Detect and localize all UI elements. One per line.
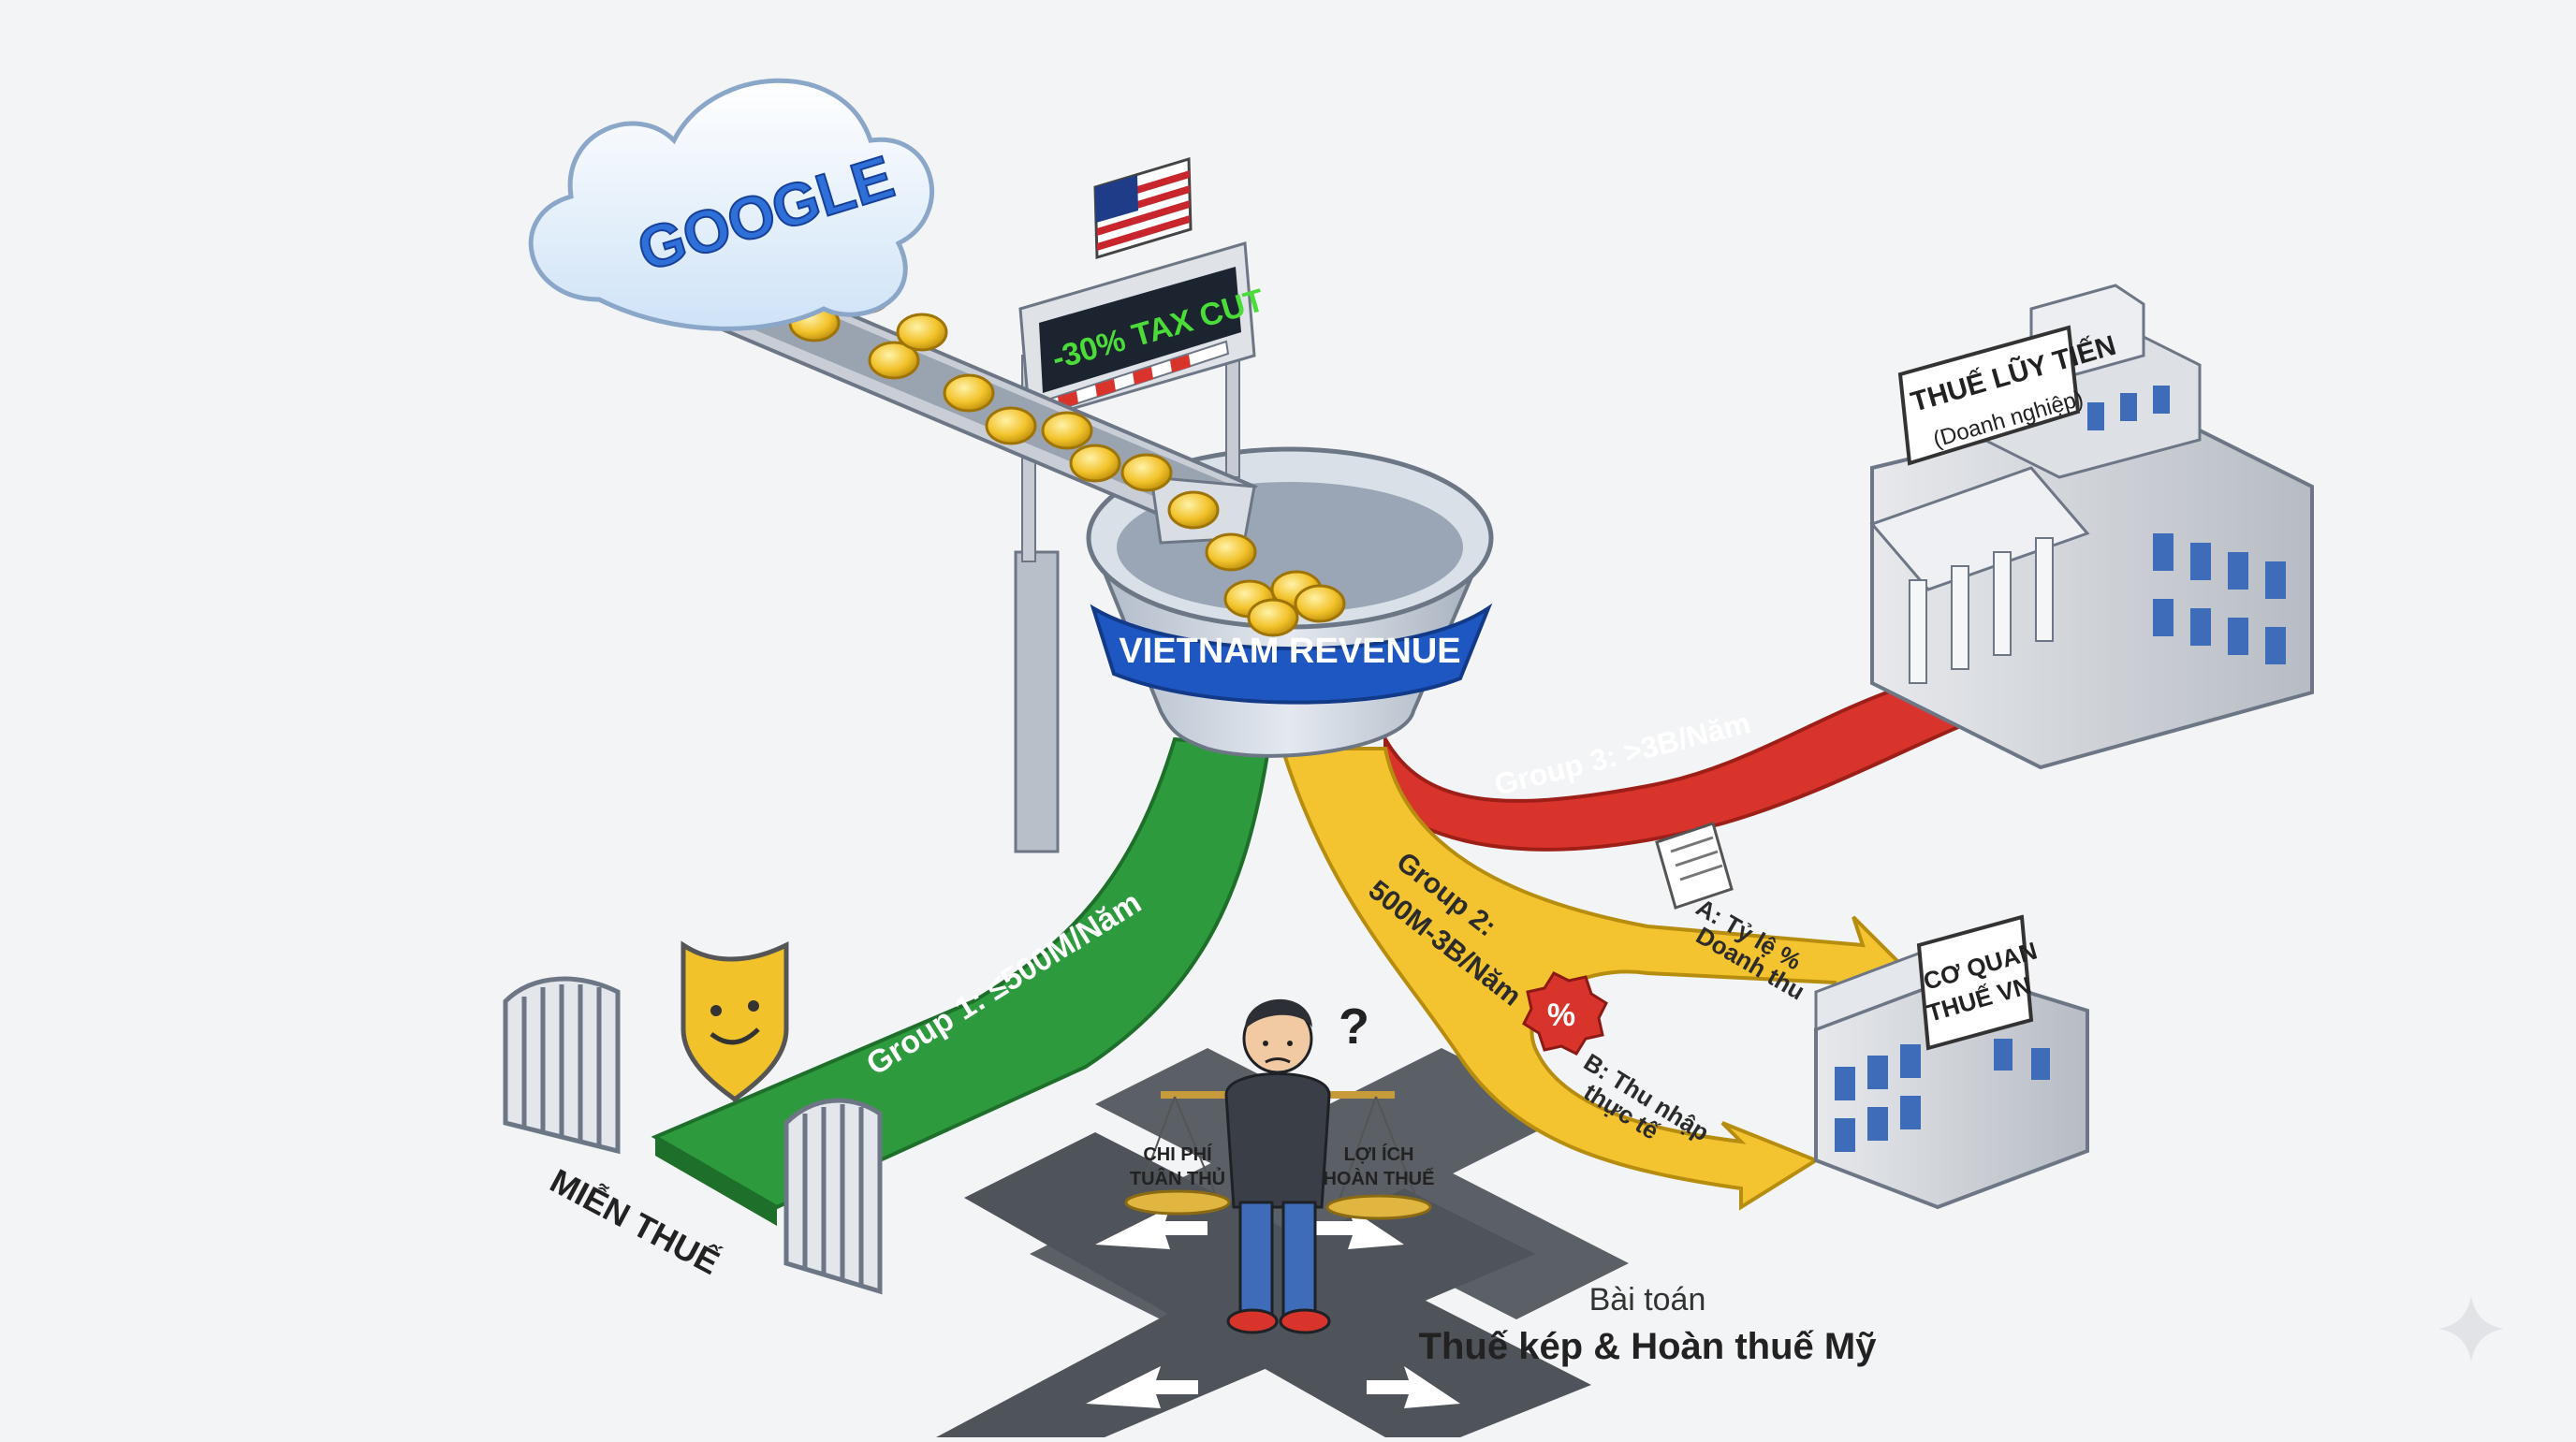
scale-left-line1: CHI PHÍ (1143, 1143, 1212, 1165)
exempt-zone: MIỄN THUẾ (503, 940, 883, 1295)
coin-icon (1069, 444, 1121, 483)
percent-badge-icon: % (1522, 971, 1608, 1056)
vn-tax-office-building: CƠ QUAN THUẾ VN (1814, 914, 2089, 1210)
coin-icon (985, 406, 1037, 445)
caption-title: Thuế kép & Hoàn thuế Mỹ (1418, 1326, 1877, 1367)
scale-right-line2: HOÀN THUẾ (1324, 1168, 1435, 1189)
coin-icon (896, 313, 948, 352)
us-flag-icon (1093, 156, 1193, 260)
percent-badge-label: % (1547, 998, 1575, 1033)
tax-gate: -30% TAX CUT (1014, 156, 1268, 853)
confused-person: CHI PHÍ TUÂN THỦ LỢI ÍCH HOÀN THUẾ ? (1124, 998, 1435, 1334)
caption: Bài toán Thuế kép & Hoàn thuế Mỹ (1404, 1282, 1891, 1368)
coin-icon (868, 341, 920, 380)
smiling-shield-icon (681, 940, 789, 1103)
caption-subtitle: Bài toán (1588, 1282, 1706, 1318)
right-gate (783, 1098, 883, 1295)
revenue-funnel: VIETNAM REVENUE (1086, 446, 1494, 758)
sparkle-icon (2438, 1296, 2504, 1362)
receipt-icon (1655, 822, 1734, 910)
scale-right-line1: LỢI ÍCH (1344, 1143, 1414, 1165)
scale-left-line2: TUÂN THỦ (1130, 1167, 1225, 1189)
coin-icon (1205, 532, 1257, 572)
left-gate (503, 976, 621, 1155)
coin-icon (1247, 598, 1299, 637)
coin-icon (1120, 453, 1173, 492)
question-mark: ? (1339, 998, 1369, 1055)
coin-icon (943, 373, 995, 413)
funnel-label: VIETNAM REVENUE (1119, 632, 1460, 671)
coin-icon (1294, 584, 1346, 623)
coin-icon (1041, 411, 1093, 450)
road-arrow (1086, 1207, 1460, 1408)
coin-icon (1167, 490, 1220, 530)
progressive-tax-building: THUẾ LŨY TIẾN (Doanh nghiệp) (1869, 284, 2314, 770)
google-cloud: GOOGLE (528, 78, 934, 331)
